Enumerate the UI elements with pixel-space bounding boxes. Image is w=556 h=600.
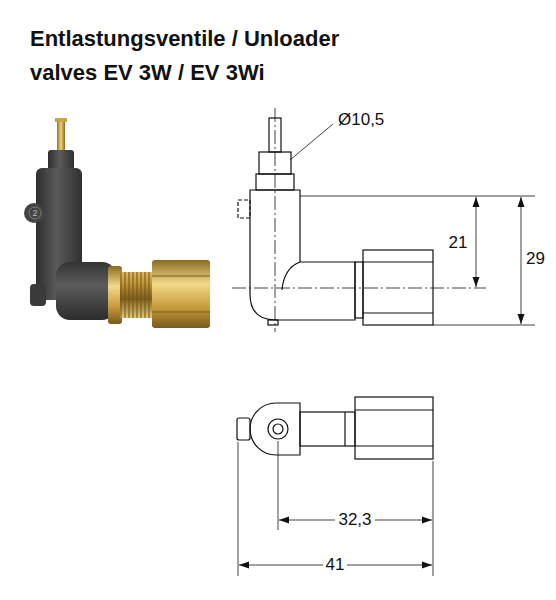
extension-line [238, 442, 239, 576]
centerline [275, 108, 276, 332]
dimension-label: 29 [526, 249, 545, 269]
pin-outline [273, 424, 283, 434]
dimension-label: 41 [323, 555, 348, 575]
fitting-outline [300, 412, 355, 446]
brass-pin [57, 118, 65, 154]
dimension-line [476, 197, 477, 287]
nut-outline [355, 397, 433, 459]
top-view [237, 397, 433, 459]
nut-outline [363, 250, 433, 325]
bore-outline [268, 419, 288, 439]
nut-facet [152, 276, 210, 277]
valve-elbow [56, 262, 116, 320]
front-dimensions [232, 108, 535, 332]
fitting-outline [355, 262, 363, 318]
body-foot [30, 284, 46, 306]
body-boss [24, 203, 44, 223]
fitting-step [344, 412, 345, 446]
leader-line [290, 124, 333, 160]
diameter-label: Ø10,5 [338, 110, 384, 130]
nut-facet [363, 261, 433, 262]
body-outline [250, 190, 355, 320]
pin-tip [55, 118, 67, 122]
foot-outline [268, 320, 278, 325]
body-outline [250, 403, 300, 455]
extension-line [433, 461, 434, 576]
emboss-ring [29, 207, 41, 219]
fitting-thread [120, 272, 154, 318]
nut-facet [363, 312, 433, 313]
tab-outline [237, 418, 250, 440]
extension-line [278, 441, 279, 530]
hex-nut [152, 260, 210, 328]
top-dimensions [238, 441, 433, 576]
extension-line [300, 196, 535, 197]
fitting-collar [108, 266, 122, 324]
boss-outline [238, 200, 250, 218]
nut-facet [152, 312, 210, 313]
dimension-line [521, 197, 522, 324]
elbow-line [282, 262, 300, 290]
extension-line [433, 325, 535, 326]
nut-facet [355, 445, 433, 446]
dimension-label: 32,3 [335, 510, 374, 530]
dimension-label: 21 [446, 233, 471, 253]
emboss-number: 2 [32, 208, 37, 218]
title: Entlastungsventile / Unloader valves EV … [30, 22, 375, 90]
front-view [238, 118, 433, 325]
centerline [232, 288, 486, 289]
valve-photo [24, 118, 210, 328]
nut-facet [355, 409, 433, 410]
